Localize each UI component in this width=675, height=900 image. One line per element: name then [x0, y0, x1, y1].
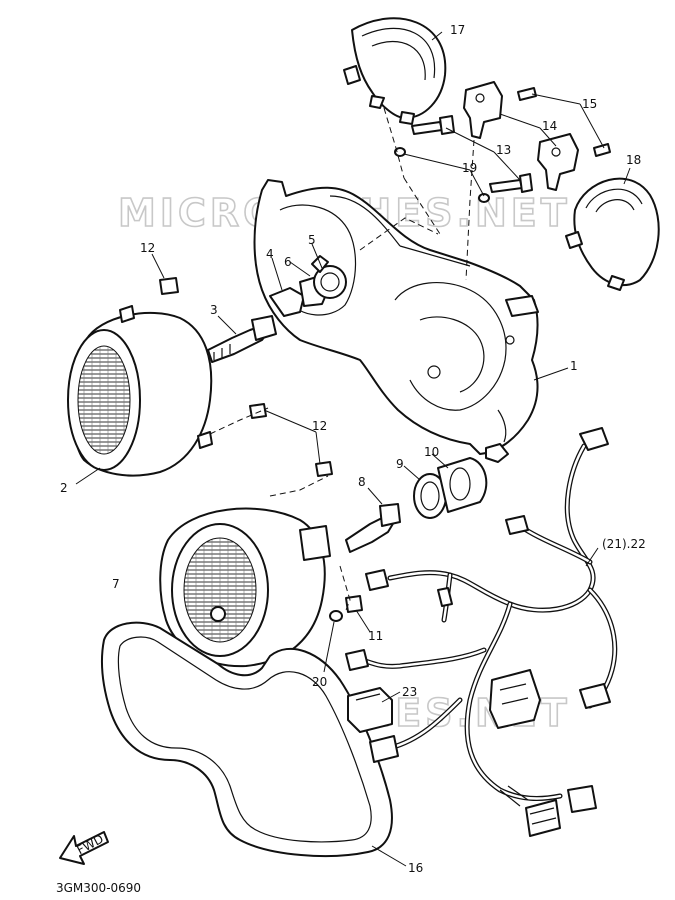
callout-21-22: (21).22 — [602, 537, 646, 551]
callout-12-lower: 12 — [312, 419, 327, 433]
part-caps — [159, 277, 333, 477]
callout-13: 13 — [496, 143, 511, 157]
callout-2: 2 — [60, 481, 68, 495]
part-position-bulb-assembly — [269, 255, 347, 317]
part-relay — [347, 687, 393, 733]
part-washer-and-socket — [329, 595, 363, 622]
callout-19: 19 — [462, 161, 477, 175]
callout-17: 17 — [450, 23, 465, 37]
part-grommets — [394, 147, 490, 203]
fwd-arrow-icon: FWD — [59, 831, 109, 865]
callout-4: 4 — [266, 247, 274, 261]
callout-1: 1 — [570, 359, 578, 373]
callout-11: 11 — [368, 629, 383, 643]
callout-18: 18 — [626, 153, 641, 167]
callout-15: 15 — [582, 97, 597, 111]
callout-7: 7 — [112, 577, 120, 591]
part-bulb-upper — [207, 315, 277, 363]
callout-9: 9 — [396, 457, 404, 471]
part-visor-top — [343, 17, 447, 125]
assembly-lines — [209, 107, 475, 611]
callout-labels: 17 15 14 13 18 19 5 12 4 6 3 1 12 10 9 8… — [60, 23, 646, 875]
part-bracket-upper — [463, 81, 503, 139]
part-bulb-lower — [345, 503, 401, 553]
leader-lines — [75, 31, 631, 867]
part-rings — [413, 457, 488, 519]
part-bolts — [411, 87, 611, 193]
callout-3: 3 — [210, 303, 218, 317]
callout-23: 23 — [402, 685, 417, 699]
part-bracket-lower — [537, 133, 579, 191]
callout-20: 20 — [312, 675, 327, 689]
drawing-code: 3GM300-0690 — [56, 881, 141, 895]
part-housing — [253, 179, 539, 463]
callout-8: 8 — [358, 475, 366, 489]
callout-10: 10 — [424, 445, 439, 459]
part-visor-right — [565, 177, 660, 291]
fwd-label: FWD — [74, 832, 105, 858]
callout-6: 6 — [284, 255, 292, 269]
callout-14: 14 — [542, 119, 557, 133]
callout-16: 16 — [408, 861, 423, 875]
callout-5: 5 — [308, 233, 316, 247]
callout-12-upper: 12 — [140, 241, 155, 255]
part-headlight-unit-upper — [67, 305, 213, 477]
part-headlight-unit-lower — [159, 507, 331, 668]
part-wiring-harness — [345, 427, 618, 837]
part-headlight-rim — [101, 621, 393, 857]
